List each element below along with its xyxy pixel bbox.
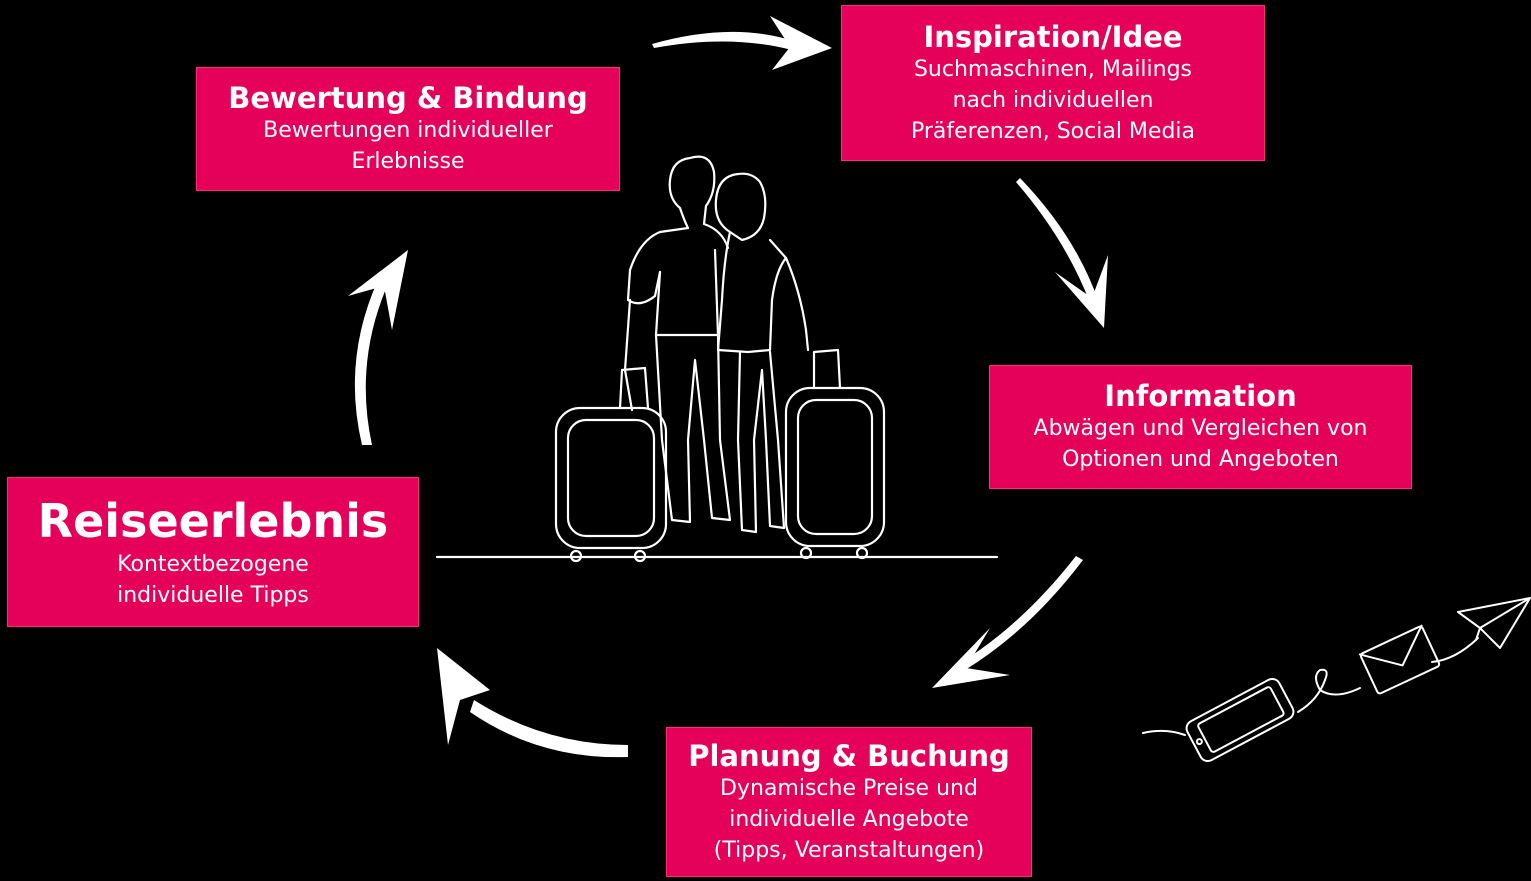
phone-mail-paperplane-illustration (1142, 597, 1531, 763)
step-desc-line: Erlebnisse (351, 149, 465, 174)
step-desc-line: Optionen und Angeboten (1062, 447, 1339, 472)
step-title: Reiseerlebnis (37, 494, 389, 548)
step-title: Planung & Buchung (688, 738, 1010, 773)
step-desc-line: Dynamische Preise und (720, 775, 978, 801)
step-desc-line: Abwägen und Vergleichen von (1033, 416, 1368, 441)
step-reiseerlebnis-box: Reiseerlebnis Kontextbezogene individuel… (7, 477, 419, 627)
step-desc-line: Suchmaschinen, Mailings (913, 56, 1193, 82)
step-desc-line: nach individuellen (952, 87, 1154, 113)
step-desc-line: Bewertungen individueller (263, 118, 553, 143)
step-desc-line: Kontextbezogene (117, 552, 309, 577)
arrow-top (652, 16, 832, 70)
step-title: Information (1104, 379, 1297, 413)
step-title: Bewertung & Bindung (228, 81, 588, 115)
step-desc-line: individuelle Tipps (117, 583, 309, 608)
step-title: Inspiration/Idee (923, 19, 1183, 54)
arrow-bottom (437, 648, 628, 758)
step-desc-line: (Tipps, Veranstaltungen) (713, 837, 985, 863)
step-planung-box: Planung & Buchung Dynamische Preise und … (666, 727, 1032, 877)
arrow-left (348, 250, 408, 445)
step-desc-line: Präferenzen, Social Media (910, 118, 1196, 144)
arrow-right-bottom (932, 556, 1083, 688)
arrow-right-top (1016, 178, 1108, 328)
step-bewertung-box: Bewertung & Bindung Bewertungen individu… (196, 67, 620, 191)
step-inspiration-box: Inspiration/Idee Suchmaschinen, Mailings… (841, 5, 1265, 161)
step-desc-line: individuelle Angebote (729, 806, 969, 832)
step-information-box: Information Abwägen und Vergleichen von … (989, 365, 1412, 489)
couple-with-suitcases-illustration (435, 155, 999, 563)
